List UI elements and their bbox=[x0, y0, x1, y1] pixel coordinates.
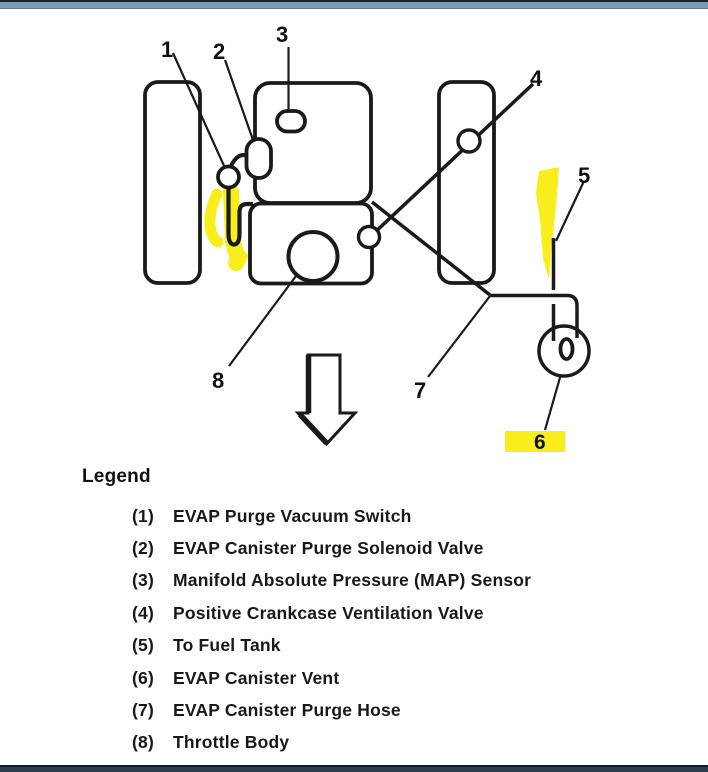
leader-line-7 bbox=[427, 295, 491, 378]
map-sensor-capsule bbox=[275, 109, 307, 134]
highlight-purge-switch-hose-left bbox=[204, 188, 224, 248]
evap-purge-vacuum-switch-circle bbox=[216, 164, 241, 190]
window-bottom-border-bar bbox=[0, 765, 708, 772]
callout-leader-lines bbox=[171, 47, 585, 431]
down-arrow-thick-head-edge bbox=[297, 412, 329, 445]
legend-row: (2) EVAP Canister Purge Solenoid Valve bbox=[132, 532, 672, 564]
hose-junction-circle bbox=[356, 224, 382, 250]
purge-hose-to-vent bbox=[490, 293, 579, 338]
legend-item-label: EVAP Canister Purge Solenoid Valve bbox=[173, 538, 484, 559]
intake-manifold-body bbox=[253, 81, 373, 205]
legend-item-label: To Fuel Tank bbox=[173, 635, 281, 656]
connectors-and-valves bbox=[216, 109, 482, 283]
evap-vacuum-hose-diagram: 1 2 3 4 5 6 7 8 bbox=[143, 22, 591, 454]
legend-item-label: EVAP Canister Vent bbox=[173, 667, 340, 688]
window-top-border-bar bbox=[0, 0, 708, 9]
legend-item-number: (2) bbox=[132, 538, 154, 559]
highlight-purge-switch-hose bbox=[223, 184, 249, 271]
leader-line-8 bbox=[228, 275, 297, 367]
legend-item-label: Positive Crankcase Ventilation Valve bbox=[173, 602, 484, 623]
legend-row: (5) To Fuel Tank bbox=[132, 630, 672, 662]
purge-solenoid-valve-capsule bbox=[244, 137, 273, 180]
highlight-callout-6-box bbox=[505, 431, 565, 452]
legend-item-number: (4) bbox=[132, 602, 154, 623]
legend-item-number: (6) bbox=[132, 667, 154, 688]
callout-1: 1 bbox=[161, 37, 173, 62]
pcv-valve-circle bbox=[456, 128, 482, 154]
purge-hose-diagonal bbox=[370, 200, 492, 297]
vent-port-slot bbox=[558, 337, 575, 361]
leader-line-2 bbox=[223, 59, 255, 141]
callout-4: 4 bbox=[530, 66, 543, 91]
leader-line-1 bbox=[171, 52, 227, 169]
down-arrow-icon bbox=[294, 353, 359, 447]
right-component-body bbox=[437, 80, 496, 285]
callout-3: 3 bbox=[276, 22, 288, 47]
highlighter-marks bbox=[204, 167, 559, 280]
legend-row: (1) EVAP Purge Vacuum Switch bbox=[132, 500, 672, 532]
legend-row: (3) Manifold Absolute Pressure (MAP) Sen… bbox=[132, 565, 672, 597]
canister-vent-assembly bbox=[490, 238, 591, 378]
callout-numbers: 1 2 3 4 5 6 7 8 bbox=[161, 22, 590, 454]
throttle-body-circle bbox=[286, 230, 340, 283]
legend-item-label: EVAP Purge Vacuum Switch bbox=[173, 505, 412, 526]
legend-item-number: (7) bbox=[132, 700, 154, 721]
legend-item-label: Throttle Body bbox=[173, 732, 290, 753]
legend-item-number: (3) bbox=[132, 570, 154, 591]
legend-row: (7) EVAP Canister Purge Hose bbox=[132, 694, 672, 726]
leader-line-5 bbox=[555, 180, 585, 242]
legend-item-number: (5) bbox=[132, 635, 154, 656]
callout-7: 7 bbox=[414, 378, 426, 403]
pcv-hose-diagonal bbox=[370, 82, 535, 237]
legend-item-number: (8) bbox=[132, 732, 154, 753]
purge-switch-j-hose bbox=[226, 187, 253, 247]
vacuum-hoses bbox=[226, 82, 535, 297]
callout-2: 2 bbox=[213, 39, 225, 64]
legend-row: (8) Throttle Body bbox=[132, 727, 672, 759]
highlight-fuel-tank-line bbox=[536, 167, 559, 280]
legend-item-label: Manifold Absolute Pressure (MAP) Sensor bbox=[173, 570, 532, 591]
callout-6: 6 bbox=[534, 431, 546, 454]
legend-row: (4) Positive Crankcase Ventilation Valve bbox=[132, 597, 672, 629]
legend-item-label: EVAP Canister Purge Hose bbox=[173, 700, 401, 721]
legend-item-number: (1) bbox=[132, 505, 154, 526]
legend-row: (6) EVAP Canister Vent bbox=[132, 662, 672, 694]
callout-5: 5 bbox=[578, 163, 590, 188]
legend-title: Legend bbox=[82, 466, 151, 487]
legend-list: (1) EVAP Purge Vacuum Switch (2) EVAP Ca… bbox=[132, 500, 672, 759]
callout-8: 8 bbox=[212, 368, 224, 393]
left-component-body bbox=[143, 80, 202, 285]
